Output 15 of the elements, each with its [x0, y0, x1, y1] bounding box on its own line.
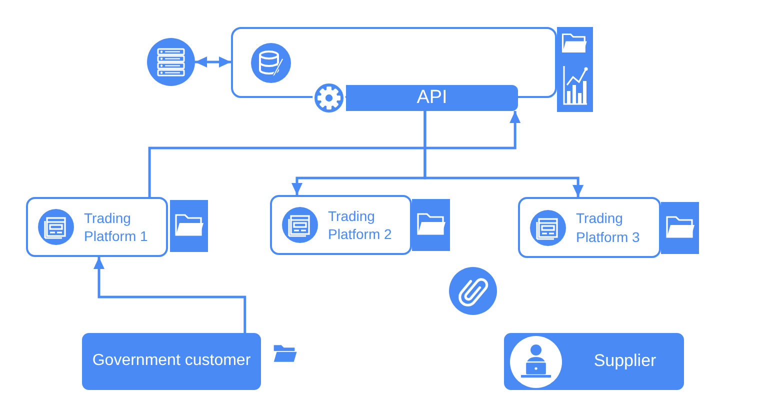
node-label: Supplier	[594, 350, 656, 372]
process-box	[270, 195, 412, 255]
arrow	[148, 111, 521, 197]
node-label: Trading Platform 1	[84, 208, 149, 246]
server-icon	[147, 38, 195, 86]
process-box	[26, 197, 168, 257]
node-label: Trading Platform 3	[576, 209, 641, 246]
node-label: Trading Platform 2	[328, 206, 393, 244]
double-arrow	[195, 56, 231, 68]
process-box	[518, 197, 661, 258]
process-box: Government customer	[82, 333, 261, 390]
arrow	[94, 257, 246, 333]
process-bar: API	[346, 85, 518, 111]
arrow	[424, 111, 584, 197]
process-box	[504, 333, 684, 390]
